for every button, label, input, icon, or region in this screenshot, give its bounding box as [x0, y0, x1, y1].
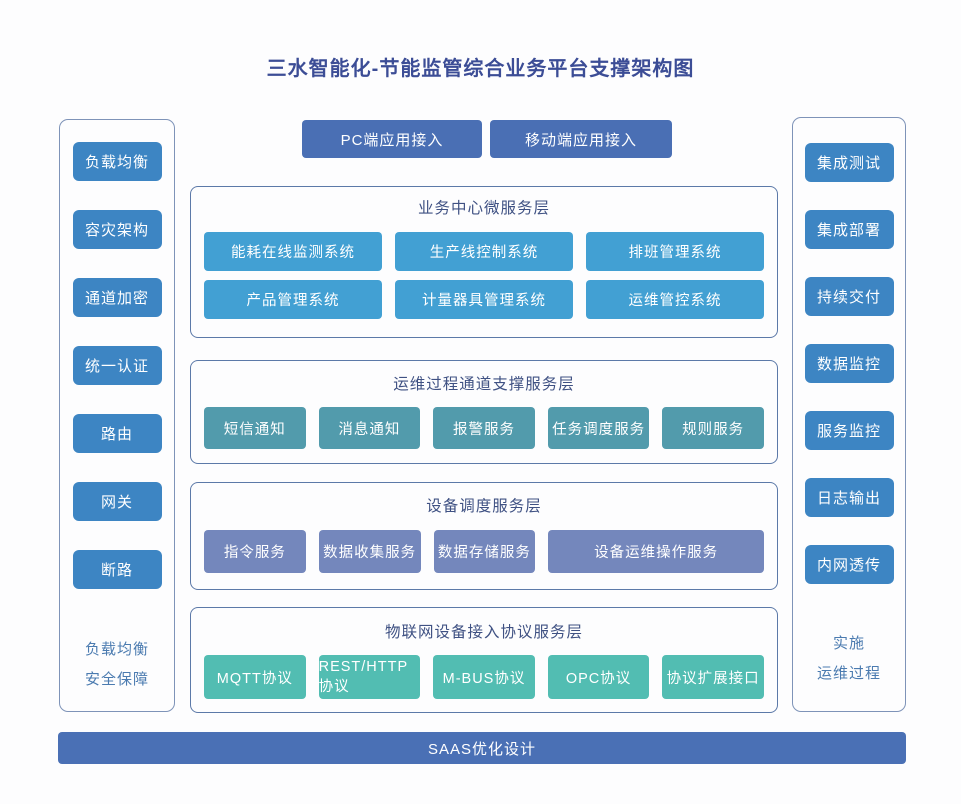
- saas-optimization-bar: SAAS优化设计: [58, 732, 906, 764]
- service-node: 能耗在线监测系统: [204, 232, 382, 271]
- left-panel-item: 负载均衡: [72, 142, 162, 181]
- service-node: 消息通知: [318, 407, 421, 449]
- service-node: OPC协议: [547, 655, 650, 699]
- left-panel-item: 路由: [72, 414, 162, 453]
- right-panel-caption-line: 实施: [832, 635, 865, 652]
- section-row: 产品管理系统 计量器具管理系统 运维管控系统: [204, 280, 764, 319]
- section-row: 短信通知 消息通知 报警服务 任务调度服务 规则服务: [204, 407, 764, 449]
- right-panel-caption: 实施 运维过程: [817, 629, 881, 689]
- right-panel-caption-line: 运维过程: [816, 665, 881, 682]
- section-title: 设备调度服务层: [426, 498, 542, 515]
- section-row: MQTT协议 REST/HTTP协议 M-BUS协议 OPC协议 协议扩展接口: [204, 655, 764, 699]
- service-node: 计量器具管理系统: [395, 280, 573, 319]
- section-ops-channel-support-layer: 运维过程通道支撑服务层 短信通知 消息通知 报警服务 任务调度服务 规则服务: [190, 360, 778, 464]
- pc-access-node: PC端应用接入: [302, 120, 482, 158]
- right-panel-item: 持续交付: [804, 277, 894, 316]
- right-panel-item: 日志输出: [804, 478, 894, 517]
- section-title: 业务中心微服务层: [417, 200, 550, 217]
- service-node: 数据收集服务: [318, 530, 421, 573]
- service-node: 规则服务: [662, 407, 764, 449]
- left-panel-item: 统一认证: [72, 346, 162, 385]
- service-node: 排班管理系统: [586, 232, 764, 271]
- right-panel-item: 数据监控: [804, 344, 894, 383]
- service-node: 报警服务: [433, 407, 535, 449]
- section-iot-protocol-layer: 物联网设备接入协议服务层 MQTT协议 REST/HTTP协议 M-BUS协议 …: [190, 607, 778, 713]
- left-panel-caption: 负载均衡 安全保障: [85, 635, 149, 695]
- right-panel-item: 集成部署: [804, 210, 894, 249]
- left-panel-caption-line: 负载均衡: [84, 641, 149, 658]
- left-panel-item: 网关: [72, 482, 162, 521]
- left-panel-caption-line: 安全保障: [84, 671, 149, 688]
- left-panel-load-balancing: 负载均衡 容灾架构 通道加密 统一认证 路由 网关 断路 负载均衡 安全保障: [59, 119, 175, 712]
- left-panel-item: 断路: [72, 550, 162, 589]
- section-row: 能耗在线监测系统 生产线控制系统 排班管理系统: [204, 232, 764, 271]
- service-node: 产品管理系统: [204, 280, 382, 319]
- service-node: 设备运维操作服务: [548, 530, 765, 573]
- service-node: 生产线控制系统: [395, 232, 573, 271]
- left-panel-item: 容灾架构: [72, 210, 162, 249]
- section-business-microservice-layer: 业务中心微服务层 能耗在线监测系统 生产线控制系统 排班管理系统 产品管理系统 …: [190, 186, 778, 338]
- service-node: 指令服务: [204, 530, 306, 573]
- service-node: M-BUS协议: [433, 655, 535, 699]
- service-node: REST/HTTP协议: [318, 655, 421, 699]
- service-node: MQTT协议: [204, 655, 306, 699]
- section-title: 物联网设备接入协议服务层: [384, 624, 583, 641]
- app-access-group: PC端应用接入 移动端应用接入: [302, 120, 672, 158]
- section-row: 指令服务 数据收集服务 数据存储服务 设备运维操作服务: [204, 530, 765, 573]
- service-node: 任务调度服务: [547, 407, 650, 449]
- service-node: 数据存储服务: [433, 530, 536, 573]
- right-panel-item: 内网透传: [804, 545, 894, 584]
- section-device-scheduling-layer: 设备调度服务层 指令服务 数据收集服务 数据存储服务 设备运维操作服务: [190, 482, 778, 590]
- right-panel-item: 集成测试: [804, 143, 894, 182]
- mobile-access-node: 移动端应用接入: [490, 120, 672, 158]
- right-panel-item: 服务监控: [804, 411, 894, 450]
- right-panel-implementation-ops: 集成测试 集成部署 持续交付 数据监控 服务监控 日志输出 内网透传 实施 运维…: [792, 117, 906, 712]
- page-title: 三水智能化-节能监管综合业务平台支撑架构图: [266, 58, 695, 80]
- service-node: 协议扩展接口: [662, 655, 764, 699]
- service-node: 运维管控系统: [586, 280, 764, 319]
- service-node: 短信通知: [204, 407, 306, 449]
- left-panel-item: 通道加密: [72, 278, 162, 317]
- section-title: 运维过程通道支撑服务层: [393, 376, 575, 393]
